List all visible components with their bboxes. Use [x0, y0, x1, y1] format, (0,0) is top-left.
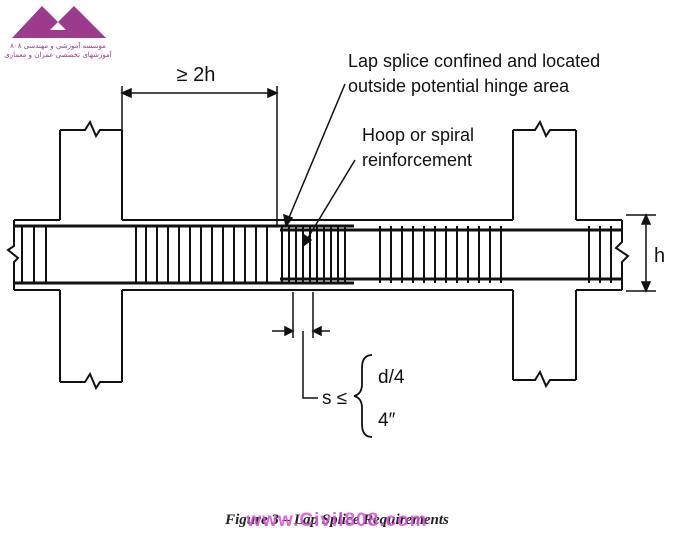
logo-line-2: آموزشهای تخصصی عمران و معماری [4, 51, 112, 59]
spacing-dimension [272, 292, 330, 399]
lap-splice-label-line-1: Lap splice confined and located [348, 51, 600, 71]
depth-dimension [626, 213, 656, 293]
lap-splice-leader [283, 83, 346, 228]
hoop-leader [302, 159, 356, 248]
spacing-label: s ≤ [322, 388, 347, 409]
hoop-label-line-2: reinforcement [362, 150, 472, 170]
right-column [512, 119, 577, 389]
left-column [59, 119, 123, 391]
spacing-option-2: 4″ [378, 410, 396, 431]
logo-mark [12, 6, 106, 38]
hoop-label-line-1: Hoop or spiral [362, 125, 474, 145]
spacing-option-1: d/4 [378, 367, 405, 388]
figure-caption: Figure 3 – Lap Splice Requirements [225, 512, 449, 528]
watermark: www.Civil808.com [246, 510, 428, 531]
lap-splice-label-line-2: outside potential hinge area [348, 76, 570, 96]
logo-line-1: موسسه آموزشی و مهندسی ۸۰۸ [10, 42, 106, 50]
depth-label: h [654, 245, 665, 267]
spacing-brace [353, 354, 373, 438]
min-length-label: ≥ 2h [177, 64, 216, 86]
beam [6, 219, 630, 291]
min-length-dimension [120, 86, 279, 226]
stirrups [21, 226, 612, 283]
